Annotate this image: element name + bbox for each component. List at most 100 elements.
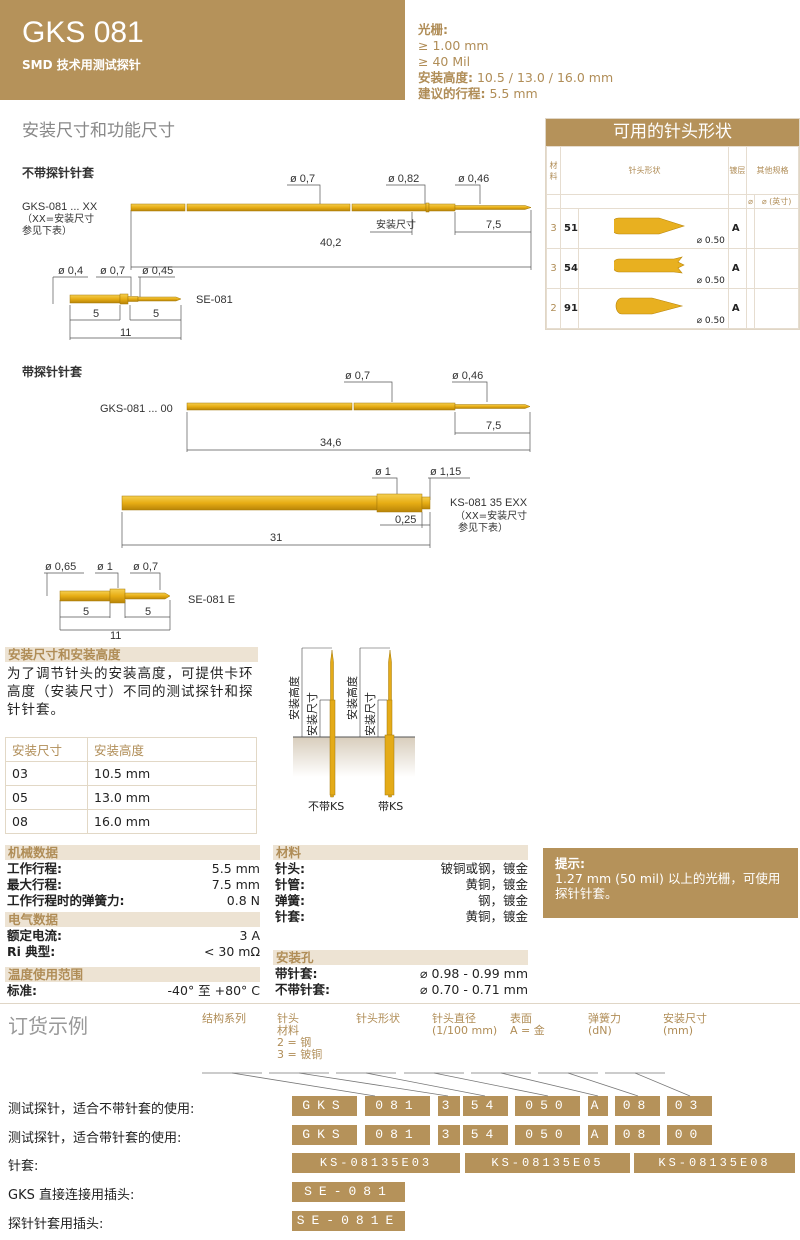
order-code-box: KS-08135E08 [634,1153,795,1173]
dim-label: ø 0,7 [133,561,158,573]
install-height-value: 10.5 / 13.0 / 16.0 mm [476,70,614,85]
spec-row: 工作行程时的弹簧力:0.8 N [7,893,260,909]
stroke-label: 建议的行程: [418,86,486,101]
material: 2 [546,288,561,329]
spec-row: 针管: 黄铜，镀金 [275,877,528,893]
order-column-label: 针头直径 (1/100 mm) [432,1012,498,1037]
tip-dia: ⌀ 0.50 [696,316,725,326]
dim-label: 5 [83,606,89,618]
col-other: 其他规格 [745,146,800,195]
spec-value: 7.5 mm [211,877,260,892]
spec-key: 标准: [7,983,37,998]
spec-value: 黄铜，镀金 [465,909,528,924]
spec-key: 不带针套: [275,982,330,997]
order-code-box: 050 [515,1125,580,1145]
order-code-box: 54 [463,1125,508,1145]
part-note: 参见下表） [458,521,508,534]
install-height-diagram: 安装高度 安装尺寸 安装高度 安装尺寸 不带KS 带KS [287,647,415,813]
spec-value: 铍铜或钢，镀金 [440,861,528,876]
order-code-box: 3 [438,1125,460,1145]
spec-value: ⌀ 0.70 - 0.71 mm [420,982,528,997]
pitch-mil: ≥ 40 Mil [418,54,471,69]
surface: A [727,208,747,249]
part-label: SE-081 E [188,594,235,606]
order-row-label: GKS 直接连接用插头: [8,1188,135,1203]
order-code-box: 050 [515,1096,580,1116]
dim-label: ø 1,15 [430,466,461,478]
order-row-label: 针套: [8,1159,39,1174]
spec-row: 针套:黄铜，镀金 [275,909,528,925]
col-shape: 针头形状 [560,146,729,195]
order-code-box: A [588,1125,608,1145]
height: 10.5 mm [87,761,257,786]
spec-key: 弹簧: [275,893,305,908]
spec-value: 钢，镀金 [477,893,528,908]
dim-label: 40,2 [320,237,341,249]
dim-label: ø 0,45 [142,265,173,277]
without-ks-label: 不带KS [308,800,344,813]
surface: A [727,248,747,289]
dim-label: 5 [93,308,99,320]
install-text: 为了调节针头的安装高度，可提供卡环高度（安装尺寸）不同的测试探针和探针针套。 [7,666,254,718]
order-code-box: KS-08135E03 [292,1153,460,1173]
dim-label: 34,6 [320,437,341,449]
header-band [0,0,405,100]
col-size: 安装尺寸 [5,737,88,762]
temp-heading: 温度使用范围 [5,967,260,982]
order-code-box: KS-08135E05 [465,1153,630,1173]
order-heading: 订货示例 [8,1014,88,1038]
size: 03 [5,761,88,786]
order-column-label: 表面 A = 金 [510,1012,545,1037]
surface: A [727,288,747,329]
dim-label: ø 0,65 [45,561,76,573]
spec-key: 针管: [275,877,305,892]
dim-label: ø 1 [375,466,391,478]
order-code-box: 08 [615,1125,660,1145]
spec-row: 最大行程:7.5 mm [7,877,260,893]
part-note: （XX=安装尺寸 [455,509,527,522]
pitch-label: 光栅: [418,22,448,37]
size: 05 [5,785,88,810]
order-column-label: 弹簧力 (dN) [588,1012,621,1037]
spec-row: Ri 典型:< 30 mΩ [7,944,260,960]
tip-note: 提示:1.27 mm (50 mil) 以上的光栅，可使用探针针套。 [543,848,798,918]
tip-note-title: 提示: [555,856,585,871]
height: 13.0 mm [87,785,257,810]
dim-label: 7,5 [486,420,501,432]
dim-label: ø 1 [97,561,113,573]
spec-value: 黄铜，镀金 [465,877,528,892]
order-code-box: 00 [667,1125,712,1145]
tip-code: 51 [560,208,579,249]
dim-label: 5 [145,606,151,618]
spec-key: 工作行程时的弹簧力: [7,893,125,908]
col-material: 材料 [546,146,561,195]
dim-label: ø 0,7 [290,173,315,185]
order-code-box: GKS [292,1096,357,1116]
dimension-drawings: 不带探针针套 GKS-081 ... XX （XX=安装尺寸 参见下表） ø 0… [22,165,532,640]
dim-label: 5 [153,308,159,320]
col-height: 安装高度 [87,737,257,762]
height-label: 安装高度 [287,676,301,720]
order-row-label: 测试探针，适合带针套的使用: [8,1131,182,1146]
tip-table-title: 可用的针头形状 [546,119,799,146]
spec-value: ⌀ 0.98 - 0.99 mm [420,966,528,981]
spec-row: 标准:-40° 至 +80° C [7,983,260,999]
spec-value: < 30 mΩ [203,944,260,959]
spec-value: 3 A [239,928,260,943]
dim-label: ø 0,7 [345,370,370,382]
dim-label: 11 [110,630,121,640]
col-dia: ⌀ [745,194,756,209]
order-code-box: 08 [615,1096,660,1116]
with-ks-label: 带KS [378,800,403,813]
order-row-label: 测试探针，适合不带针套的使用: [8,1102,195,1117]
col-surface: 镀层 [727,146,747,195]
tip-dia: ⌀ 0.50 [696,276,725,286]
product-subtitle: SMD 技术用测试探针 [22,58,141,72]
size: 08 [5,809,88,834]
install-height-label: 安装高度: [418,70,473,85]
stroke-value: 5.5 mm [489,86,538,101]
